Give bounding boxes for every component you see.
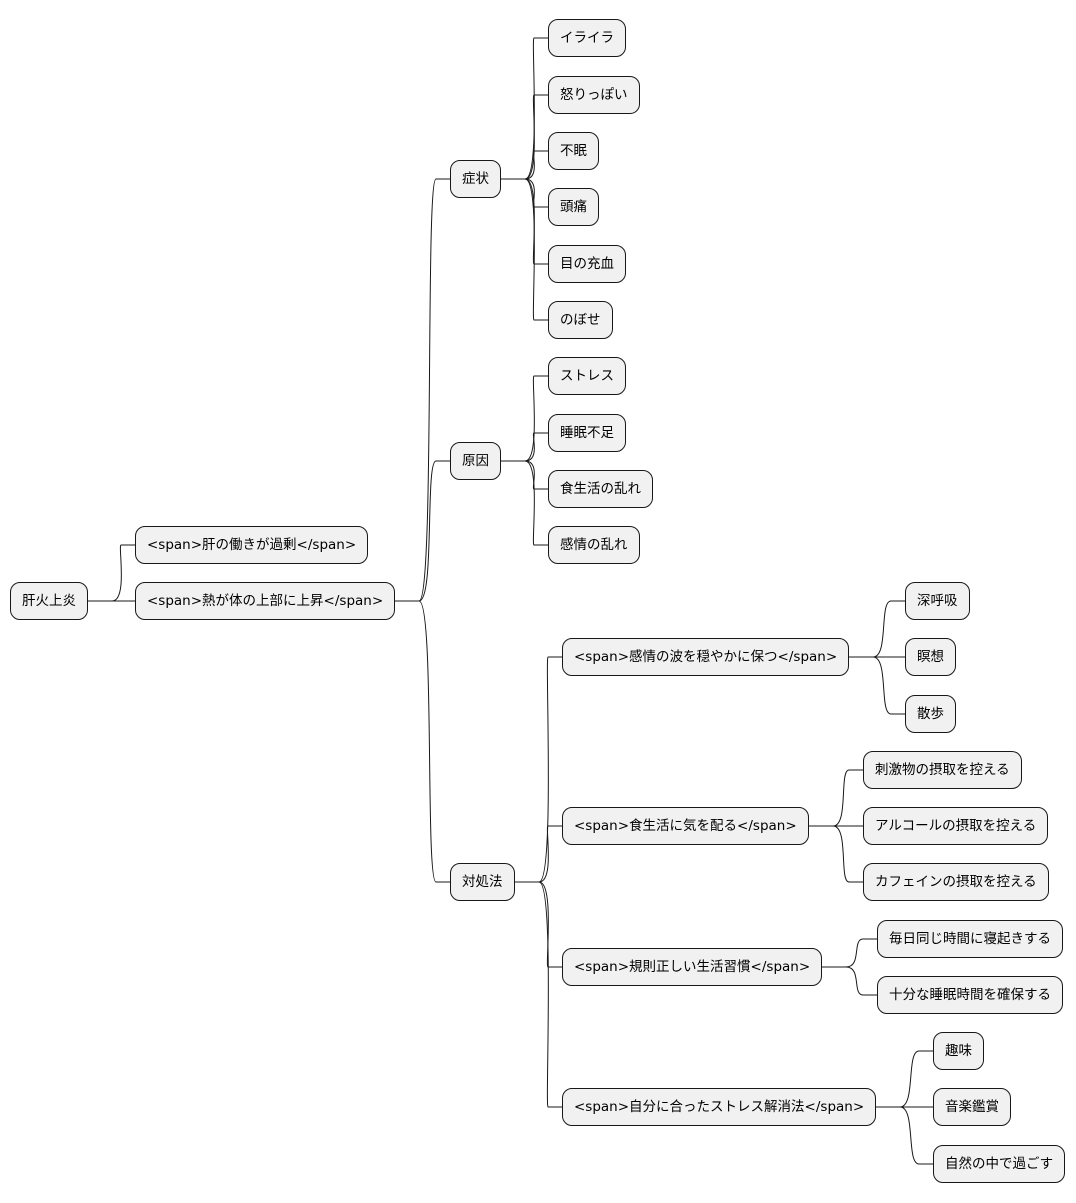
connector-line [501, 432, 548, 462]
connector-line [876, 1106, 933, 1165]
connector-line [808, 825, 863, 883]
connector-line [876, 1050, 933, 1108]
remedy-item-node: 刺激物の摂取を控える [863, 751, 1022, 789]
connector-line [395, 178, 450, 602]
connector-line [501, 178, 548, 321]
remedy-item-node: 十分な睡眠時間を確保する [877, 976, 1063, 1014]
connector-line [515, 881, 562, 1108]
remedy-item-node: アルコールの摂取を控える [863, 807, 1049, 845]
connector-line [515, 656, 562, 883]
remedy-group-node-diet: <span>食生活に気を配る</span> [562, 807, 809, 845]
connector-line [822, 938, 877, 968]
cause-node: 感情の乱れ [548, 526, 640, 564]
remedy-group-node-habits: <span>規則正しい生活習慣</span> [562, 948, 823, 986]
connector-line [822, 966, 877, 996]
definition-node-overactive-liver: <span>肝の働きが過剰</span> [135, 526, 369, 564]
remedy-item-node: 深呼吸 [905, 582, 970, 620]
cause-node: 食生活の乱れ [548, 470, 653, 508]
connector-line [501, 37, 548, 180]
connector-line [501, 375, 548, 462]
connector-line [808, 769, 863, 827]
remedy-item-node: 自然の中で過ごす [933, 1145, 1066, 1183]
symptom-node: 不眠 [548, 132, 599, 170]
symptom-node: 目の充血 [548, 245, 626, 283]
connector-line [395, 460, 450, 602]
connector-line [501, 178, 548, 208]
symptom-node: 怒りっぽい [548, 76, 640, 114]
cause-node: 睡眠不足 [548, 414, 626, 452]
category-node-causes: 原因 [450, 442, 501, 480]
connector-line [501, 460, 548, 546]
remedy-item-node: 趣味 [933, 1032, 984, 1070]
connector-line [501, 460, 548, 490]
category-node-remedies: 対処法 [450, 863, 515, 901]
remedy-item-node: 散歩 [905, 695, 956, 733]
cause-node: ストレス [548, 357, 626, 395]
connector-line [501, 94, 548, 180]
category-node-symptoms: 症状 [450, 160, 501, 198]
remedy-item-node: 音楽鑑賞 [933, 1088, 1011, 1126]
connector-line [501, 178, 548, 265]
remedy-group-node-emotions: <span>感情の波を穏やかに保つ</span> [562, 638, 850, 676]
remedy-group-node-stress-relief: <span>自分に合ったストレス解消法</span> [562, 1088, 877, 1126]
symptom-node: のぼせ [548, 301, 613, 339]
connector-line [501, 150, 548, 180]
definition-node-heat-rising: <span>熱が体の上部に上昇</span> [135, 582, 396, 620]
symptom-node: 頭痛 [548, 188, 599, 226]
root-node: 肝火上炎 [10, 582, 88, 620]
connector-line [515, 825, 562, 883]
connector-line [88, 544, 135, 602]
connector-line [849, 600, 905, 658]
connector-line [515, 881, 562, 968]
connector-line [849, 656, 905, 715]
remedy-item-node: 毎日同じ時間に寝起きする [877, 920, 1063, 958]
symptom-node: イライラ [548, 19, 626, 57]
remedy-item-node: 瞑想 [905, 638, 956, 676]
remedy-item-node: カフェインの摂取を控える [863, 863, 1049, 901]
connector-line [395, 600, 450, 883]
